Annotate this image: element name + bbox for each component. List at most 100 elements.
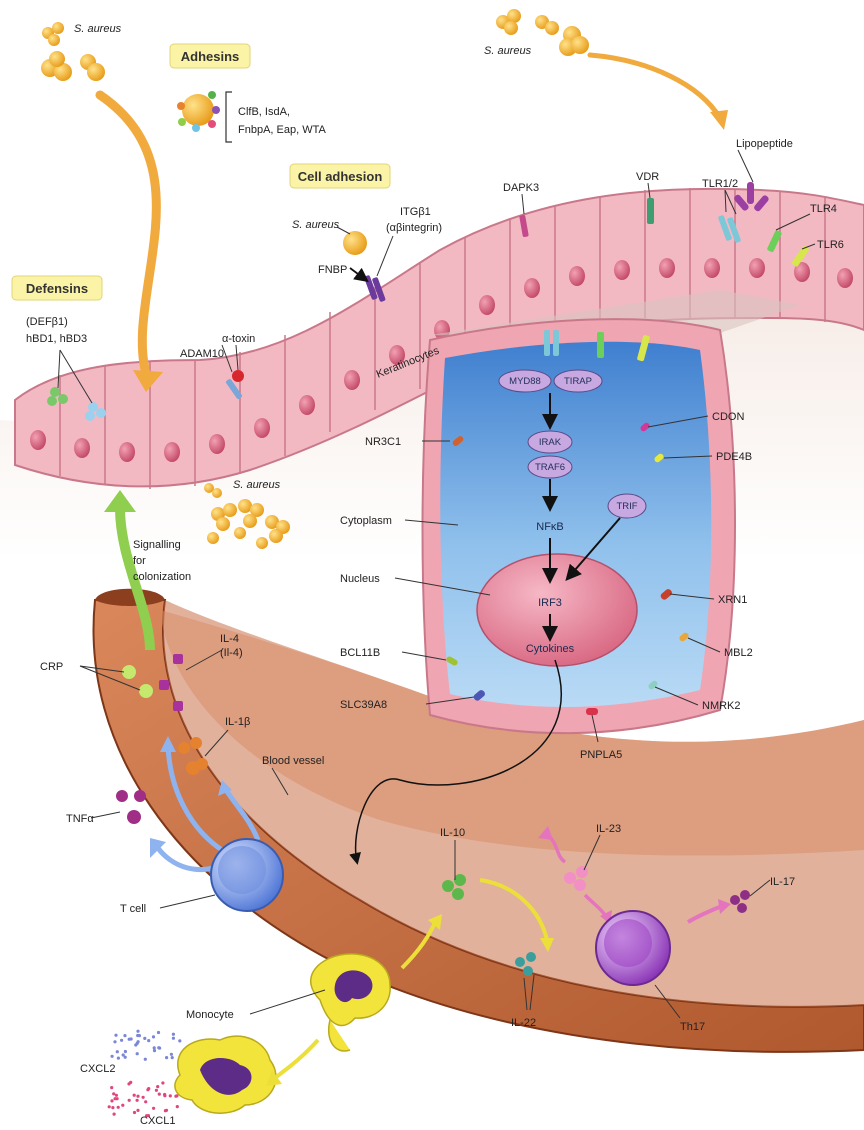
cxcl2-dot [143,1037,146,1040]
nucleus-label: Nucleus [340,573,380,585]
keratinocyte-nucleus [299,395,315,415]
tnfa-molecules [116,790,146,824]
keratinocyte-nucleus [209,434,225,454]
cxcl2-dot [171,1056,174,1059]
il4-sub-label: (Il-4) [220,647,243,659]
cxcl2-dot [153,1046,156,1049]
itgb1-label: ITGβ1 [400,206,431,218]
tnfa-label: TNFα [66,813,94,825]
cxcl1-dot [117,1106,120,1109]
cxcl2-dot [113,1040,116,1043]
keratinocyte-nucleus [837,268,853,288]
cxcl2-dot [136,1052,139,1055]
adhesin-bracket [226,92,232,142]
s-aureus-label-cell: S. aureus [292,219,340,231]
alpha-toxin-dot [232,370,244,382]
cxcl1-dot [164,1109,167,1112]
keratinocyte-nucleus [30,430,46,450]
keratinocyte-nucleus [614,260,630,280]
cxcl1-dot [147,1087,150,1090]
blood-vessel-label: Blood vessel [262,755,324,767]
il22-label: IL-22 [511,1017,536,1029]
keratinocyte-nucleus [74,438,90,458]
cxcl2-label: CXCL2 [80,1063,115,1075]
cxcl2-dot [157,1031,160,1034]
fnbp-arrow [350,268,366,280]
myd88-label: MYD88 [509,376,541,387]
cxcl2-dot [124,1050,127,1053]
cxcl1-dot [175,1094,178,1097]
mbl2-label: MBL2 [724,647,753,659]
il23-label: IL-23 [596,823,621,835]
il10-label: IL-10 [440,827,465,839]
bacteria-invasion-arrow-left [100,95,156,380]
cxcl1-dot [158,1093,161,1096]
defensins-box-title: Defensins [26,281,88,296]
cxcl1-dot [136,1109,139,1112]
cxcl1-dot [163,1093,166,1096]
cxcl1-dot [133,1111,136,1114]
cxcl2-dot [157,1046,160,1049]
keratinocyte-nucleus [569,266,585,286]
cxcl1-dot [152,1107,155,1110]
il1b-label: IL-1β [225,716,250,728]
cxcl1-dot [127,1082,130,1085]
t-cell-nucleus [218,846,266,894]
dapk3-label: DAPK3 [503,182,539,194]
defb1-label: (DEFβ1) [26,316,68,328]
pnpla5-label: PNPLA5 [580,749,622,761]
cxcl1-dot [144,1100,147,1103]
keratinocyte-nucleus [524,278,540,298]
keratinocyte-nucleus [749,258,765,278]
cxcl2-dot [128,1038,131,1041]
signalling-label-line2: for [133,555,146,567]
vdr-label: VDR [636,171,659,183]
s-aureus-bound-cell [343,231,367,255]
cxcl2-dot [147,1039,150,1042]
th17-label: Th17 [680,1021,705,1033]
cxcl2-dot [124,1056,127,1059]
keratinocyte-nucleus [344,370,360,390]
tlr12-label: TLR1/2 [702,178,738,190]
adhesin-list-line1: ClfB, IsdA, [238,106,290,118]
nr3c1-label: NR3C1 [365,436,401,448]
monocyte-label: Monocyte [186,1009,234,1021]
cxcl2-dot [138,1034,141,1037]
signalling-label-line1: Signalling [133,539,181,551]
cdon-label: CDON [712,411,744,423]
cell-adhesion-box-title: Cell adhesion [298,169,383,184]
cxcl1-dot [133,1094,136,1097]
hbd-label: hBD1, hBD3 [26,333,87,345]
irak-label: IRAK [539,437,562,448]
cxcl2-dot [137,1040,140,1043]
s-aureus-label-top-right: S. aureus [484,45,532,57]
cxcl1-dot [142,1096,145,1099]
cxcl2-dot [170,1053,173,1056]
cxcl1-dot [161,1081,164,1084]
bcl11b-label: BCL11B [340,647,380,659]
keratinocyte-nucleus [164,442,180,462]
cxcl2-dot [116,1050,119,1053]
adhesin-list-line2: FnbpA, Eap, WTA [238,124,326,136]
th17-nucleus [604,919,652,967]
signalling-label-line3: colonization [133,571,191,583]
traf6-label: TRAF6 [535,462,565,473]
pnpla5-marker [586,708,598,715]
cxcl2-dot [165,1056,168,1059]
keratinocyte-nucleus [119,442,135,462]
cxcl1-dot [176,1105,179,1108]
cxcl2-dot [172,1037,175,1040]
s-aureus-label-top-left: S. aureus [74,23,122,35]
tlr4-label: TLR4 [810,203,837,215]
trif-label: TRIF [616,501,637,512]
keratinocyte-nucleus [254,418,270,438]
irf3-label: IRF3 [538,597,562,609]
cxcl1-dot [110,1086,113,1089]
cxcl2-dot [114,1034,117,1037]
receptor-tlr4-zoom [597,332,604,358]
bacteria-invasion-arrow-right [590,55,720,118]
cxcl2-dot [178,1039,181,1042]
cxcl2-dot [144,1058,147,1061]
cxcl2-dot [136,1030,139,1033]
adhesins-box-title: Adhesins [181,49,240,64]
